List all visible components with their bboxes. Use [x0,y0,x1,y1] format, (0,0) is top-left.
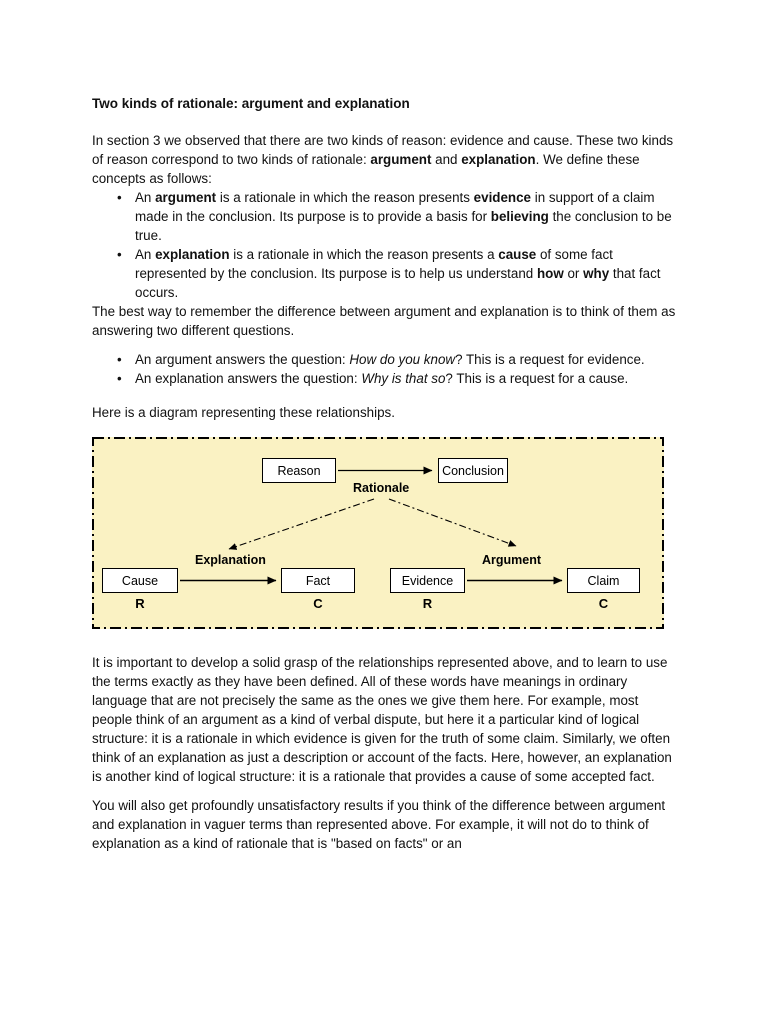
diagram-label-argument: Argument [482,553,542,567]
list-item-explanation-definition: An explanation is a rationale in which t… [117,245,678,302]
diagram-dashed-border [92,437,664,629]
rationale-diagram: Reason Conclusion Cause Fact Evidence Cl… [92,437,664,629]
paragraph-best-way: The best way to remember the difference … [92,304,676,338]
paragraph-intro: In section 3 we observed that there are … [92,133,674,186]
dashdot-rationale-to-explanation [228,498,375,550]
list-item-argument-question: An argument answers the question: How do… [117,350,678,369]
diagram-letter-r-under-evidence: R [422,596,433,611]
diagram-node-reason: Reason [262,458,336,483]
document-page: Two kinds of rationale: argument and exp… [0,0,768,853]
diagram-label-rationale: Rationale [353,481,410,495]
list-item-argument-definition: An argument is a rationale in which the … [117,188,678,245]
diagram-letter-c-under-claim: C [598,596,609,611]
diagram-letter-c-under-fact: C [313,596,323,611]
dashdot-rationale-to-argument [388,498,517,547]
page-title: Two kinds of rationale: argument and exp… [92,96,410,111]
diagram-label-explanation: Explanation [195,553,266,567]
diagram-letter-r-under-cause: R [135,596,145,611]
question-list: An argument answers the question: How do… [92,350,678,388]
diagram-node-claim: Claim [567,568,640,593]
paragraph-diagram-caption: Here is a diagram representing these rel… [92,405,395,420]
paragraph-unsatisfactory: You will also get profoundly unsatisfact… [92,798,666,851]
diagram-connectors [92,437,664,629]
diagram-node-cause: Cause [102,568,178,593]
diagram-node-conclusion: Conclusion [438,458,508,483]
list-item-explanation-question: An explanation answers the question: Why… [117,369,678,388]
paragraph-important: It is important to develop a solid grasp… [92,655,672,784]
definition-list: An argument is a rationale in which the … [92,188,678,302]
diagram-node-fact: Fact [281,568,355,593]
diagram-node-evidence: Evidence [390,568,465,593]
